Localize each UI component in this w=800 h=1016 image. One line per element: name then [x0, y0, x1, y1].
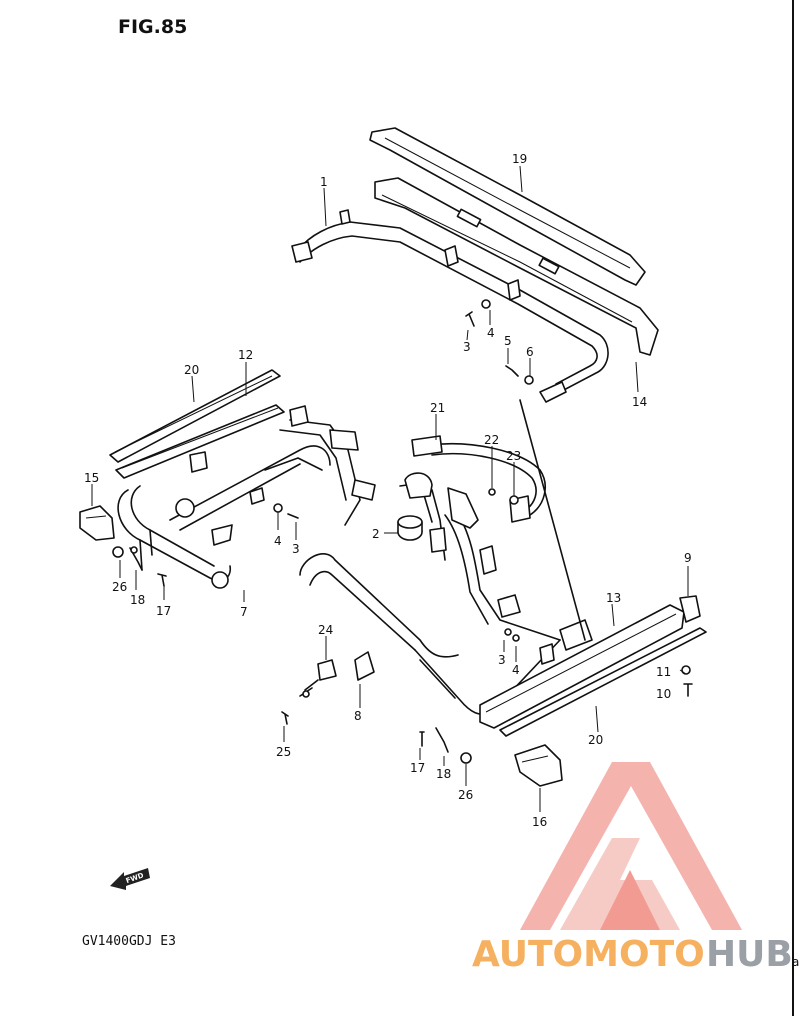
part-label-16: 16 [532, 815, 547, 829]
part-label-23: 23 [506, 449, 521, 463]
fasteners-left [112, 503, 299, 587]
part-label-8: 8 [354, 709, 362, 723]
watermark-triangle-inner [560, 838, 680, 930]
part-label-17: 17 [410, 761, 425, 775]
part-label-22: 22 [484, 433, 499, 447]
part-21-right-bracket [411, 435, 546, 523]
part-label-3: 3 [463, 340, 471, 354]
part-label-25: 25 [276, 745, 291, 759]
part-label-1: 1 [320, 175, 328, 189]
part-12-left-rail [115, 404, 285, 479]
part-7-left-frame [117, 405, 376, 589]
watermark-text-secondary: HUB [706, 934, 793, 975]
part-label-4: 4 [274, 534, 282, 548]
part-number-labels: 1 19 14 3 4 5 6 20 12 21 22 23 15 4 3 2 … [84, 152, 692, 829]
part-label-18: 18 [436, 767, 451, 781]
part-9-end-cap [679, 595, 701, 623]
part-label-6: 6 [526, 345, 534, 359]
part-label-3: 3 [292, 542, 300, 556]
part-label-2: 2 [372, 527, 380, 541]
right-border-line [792, 0, 794, 1016]
part-label-24: 24 [318, 623, 333, 637]
part-label-26: 26 [112, 580, 127, 594]
part-label-13: 13 [606, 591, 621, 605]
fasteners-top [465, 299, 534, 385]
model-code: GV1400GDJ E3 [82, 934, 176, 949]
leader-lines [91, 165, 689, 812]
figure-title: FIG.85 [118, 16, 188, 38]
watermark-logo [520, 762, 742, 930]
part-label-26: 26 [458, 788, 473, 802]
fwd-arrow-icon: FWD [110, 868, 150, 890]
part-16-end-cap [514, 744, 563, 787]
part-2-plug [397, 515, 423, 541]
part-24-latch [281, 659, 337, 725]
part-13-right-step-bar [479, 604, 685, 729]
part-label-4: 4 [512, 663, 520, 677]
part-8-right-frame [299, 399, 593, 716]
fasteners-right [419, 628, 693, 764]
right-edge-fragment: a [792, 955, 799, 969]
part-label-7: 7 [240, 605, 248, 619]
part-label-14: 14 [632, 395, 647, 409]
part-label-19: 19 [512, 152, 527, 166]
part-label-9: 9 [684, 551, 692, 565]
part-20-right-trim [499, 627, 707, 737]
part-label-15: 15 [84, 471, 99, 485]
part-14-bumper-cover [374, 177, 659, 356]
watermark-text-primary: AUTOMOTO [472, 934, 705, 975]
part-label-21: 21 [430, 401, 445, 415]
part-label-3: 3 [498, 653, 506, 667]
part-label-11: 11 [656, 665, 671, 679]
watermark-triangle-outer [520, 762, 742, 930]
part-label-12: 12 [238, 348, 253, 362]
watermark-text: AUTOMOTO HUB [472, 934, 793, 975]
part-label-20: 20 [184, 363, 199, 377]
part-label-18: 18 [130, 593, 145, 607]
part-label-5: 5 [504, 334, 512, 348]
part-19-top-cover [369, 127, 646, 286]
fwd-label: FWD [125, 871, 145, 885]
part-label-20: 20 [588, 733, 603, 747]
part-label-10: 10 [656, 687, 671, 701]
part-15-left-end-cap [79, 505, 115, 541]
part-1-upper-frame [291, 209, 609, 403]
part-label-4: 4 [487, 326, 495, 340]
watermark-triangle-core [600, 870, 660, 930]
part-label-17: 17 [156, 604, 171, 618]
